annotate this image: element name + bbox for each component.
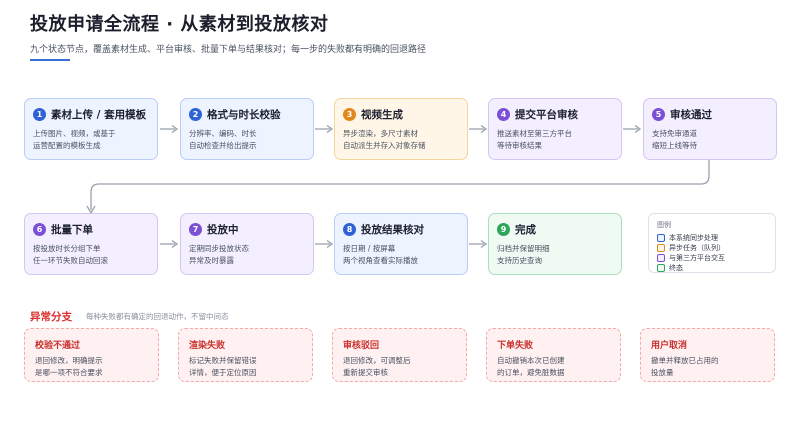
exception-title: 用户取消 [651,341,688,351]
step-title: 投放结果核对 [361,223,424,236]
legend-swatch [657,234,665,242]
exception-desc: 退回修改，可调整后重新提交审核 [343,356,411,377]
step-card-7[interactable]: 7 投放中 定期同步投放状态异常及时暴露 [180,213,314,275]
legend-item-sync: 本系统同步处理 [657,233,767,243]
exception-title: 渲染失败 [189,341,226,351]
step-desc: 按日期 / 按屏幕两个视角查看实际播放 [343,244,418,265]
step-title: 批量下单 [51,223,93,236]
step-title: 投放中 [207,223,239,236]
step-title: 审核通过 [670,108,712,121]
step-title: 素材上传 / 套用模板 [51,108,147,121]
step-card-9[interactable]: 9 完成 归档并保留明细支持历史查询 [488,213,622,275]
step-desc: 按投放时长分组下单任一环节失败自动回滚 [33,244,108,265]
step-badge: 6 [33,222,46,236]
exception-title: 审核驳回 [343,341,380,351]
exception-desc: 自动撤销本次已创建的订单，避免脏数据 [497,356,565,377]
step-card-6[interactable]: 6 批量下单 按投放时长分组下单任一环节失败自动回滚 [24,213,158,275]
step-badge: 7 [189,222,202,236]
step-desc: 异步渲染，多尺寸素材自动派生并存入对象存储 [343,129,426,150]
page-subtitle: 九个状态节点，覆盖素材生成、平台审核、批量下单与结果核对；每一步的失败都有明确的… [30,45,427,55]
legend-item-third-party: 与第三方平台交互 [657,253,767,263]
step-badge: 8 [343,222,356,236]
arrow-right-icon [469,239,488,249]
step-badge: 3 [343,107,356,121]
exception-section-title: 异常分支 [30,311,72,323]
step-card-4[interactable]: 4 提交平台审核 推送素材至第三方平台等待审核结果 [488,98,622,160]
exception-title: 下单失败 [497,341,534,351]
legend-swatch [657,244,665,252]
step-desc: 推送素材至第三方平台等待审核结果 [497,129,572,150]
arrow-right-icon [160,239,179,249]
step-title: 格式与时长校验 [207,108,281,121]
arrow-right-icon [160,124,179,134]
exception-card-validation[interactable]: 校验不通过 退回修改，明确提示是哪一项不符合要求 [24,328,159,382]
step-card-5[interactable]: 5 审核通过 支持免审通道缩短上线等待 [643,98,777,160]
legend-item-async: 异步任务（队列） [657,243,767,253]
legend-item-terminal: 终态 [657,263,767,273]
step-badge: 2 [189,107,202,121]
step-card-1[interactable]: 1 素材上传 / 套用模板 上传图片、视频，或基于运营配置的模板生成 [24,98,158,160]
exception-card-render[interactable]: 渲染失败 标记失败并保留错误详情，便于定位原因 [178,328,313,382]
step-badge: 5 [652,107,665,121]
step-title: 提交平台审核 [515,108,578,121]
legend: 图例 本系统同步处理 异步任务（队列） 与第三方平台交互 终态 [648,213,776,273]
exception-desc: 撤单并释放已占用的投放量 [651,356,719,377]
exception-desc: 退回修改，明确提示是哪一项不符合要求 [35,356,103,377]
exception-desc: 标记失败并保留错误详情，便于定位原因 [189,356,257,377]
arrow-right-icon [315,239,334,249]
exception-title: 校验不通过 [35,341,81,351]
step-title: 视频生成 [361,108,403,121]
step-card-8[interactable]: 8 投放结果核对 按日期 / 按屏幕两个视角查看实际播放 [334,213,468,275]
arrow-right-icon [469,124,488,134]
step-card-2[interactable]: 2 格式与时长校验 分辨率、编码、时长自动检查并给出提示 [180,98,314,160]
legend-swatch [657,264,665,272]
exception-card-review[interactable]: 审核驳回 退回修改，可调整后重新提交审核 [332,328,467,382]
exception-card-order[interactable]: 下单失败 自动撤销本次已创建的订单，避免脏数据 [486,328,621,382]
step-badge: 9 [497,222,510,236]
step-desc: 定期同步投放状态异常及时暴露 [189,244,249,265]
step-badge: 1 [33,107,46,121]
step-title: 完成 [515,223,536,236]
page-title: 投放申请全流程 · 从素材到投放核对 [30,14,329,35]
legend-swatch [657,254,665,262]
exception-section-note: 每种失败都有确定的回退动作，不留中间态 [86,312,229,321]
step-desc: 上传图片、视频，或基于运营配置的模板生成 [33,129,116,150]
legend-title: 图例 [657,221,671,229]
row-connector-arrow [86,160,710,215]
step-badge: 4 [497,107,510,121]
arrow-right-icon [315,124,334,134]
step-desc: 分辨率、编码、时长自动检查并给出提示 [189,129,257,150]
step-desc: 归档并保留明细支持历史查询 [497,244,550,265]
title-underline [30,59,70,61]
exception-card-cancel[interactable]: 用户取消 撤单并释放已占用的投放量 [640,328,775,382]
arrow-right-icon [623,124,642,134]
step-card-3[interactable]: 3 视频生成 异步渲染，多尺寸素材自动派生并存入对象存储 [334,98,468,160]
step-desc: 支持免审通道缩短上线等待 [652,129,697,150]
